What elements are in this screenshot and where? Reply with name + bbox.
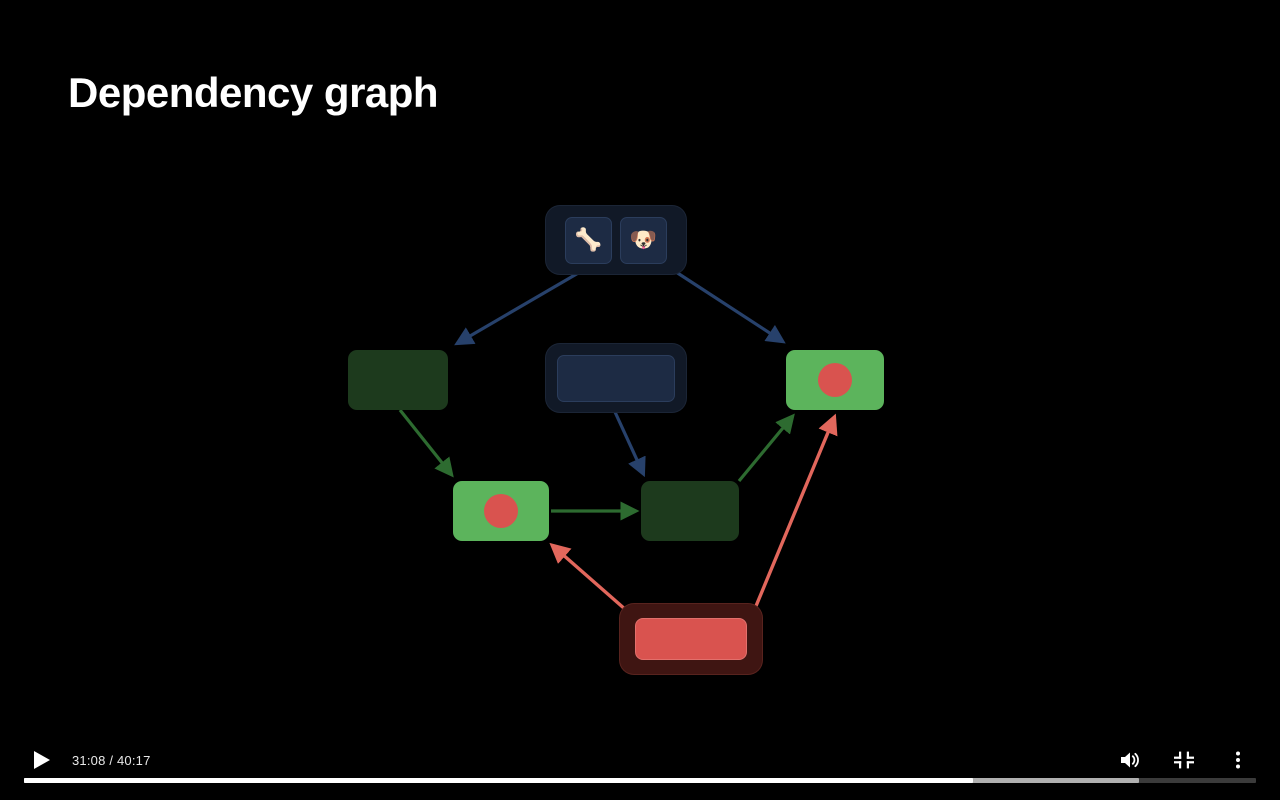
edge-top-to-right-top [675,270,786,344]
graph-node-bottom-red[interactable] [620,604,762,674]
right-controls [1114,744,1254,776]
exit-fullscreen-icon [1174,751,1194,769]
dog-face-icon: 🐶 [629,227,658,252]
edge-mid-bottom-to-right-top [737,413,795,483]
progress-played [24,778,973,783]
red-inner-block[interactable] [635,618,747,660]
bone-icon: 🦴 [574,227,603,252]
edge-top-to-left-top [454,270,581,346]
controls-row: 31:08 / 40:17 [0,738,1280,782]
play-icon [34,751,50,769]
red-dot-badge [484,494,518,528]
time-display: 31:08 / 40:17 [72,752,151,768]
graph-edges [398,270,838,612]
edge-bottom-red-to-right-top [754,413,838,607]
graph-node-right-top[interactable] [786,350,884,410]
dog-face-icon-slot[interactable]: 🐶 [620,216,667,264]
volume-button[interactable] [1114,744,1146,776]
empty-slot-icon[interactable] [557,354,675,402]
graph-node-left-mid[interactable] [453,481,549,541]
red-dot-badge [818,363,852,397]
graph-node-left-top[interactable] [348,350,448,410]
edge-mid-top-to-mid-bottom [613,411,646,478]
video-player-controls: 31:08 / 40:17 [0,720,1280,800]
dependency-graph: 🦴 🐶 [348,206,884,674]
bone-icon-slot[interactable]: 🦴 [565,216,612,264]
graph-node-mid-top[interactable] [546,344,686,412]
volume-icon [1121,752,1139,768]
edge-bottom-red-to-left-mid [549,542,628,612]
edge-left-top-to-left-mid [398,409,454,478]
more-options-button[interactable] [1222,744,1254,776]
graph-node-mid-bottom[interactable] [641,481,739,541]
graph-node-top[interactable]: 🦴 🐶 [546,206,686,274]
progress-bar[interactable] [24,778,1256,784]
play-button[interactable] [24,742,60,778]
page-title: Dependency graph [68,69,439,116]
more-vertical-icon [1236,751,1240,769]
exit-fullscreen-button[interactable] [1168,744,1200,776]
